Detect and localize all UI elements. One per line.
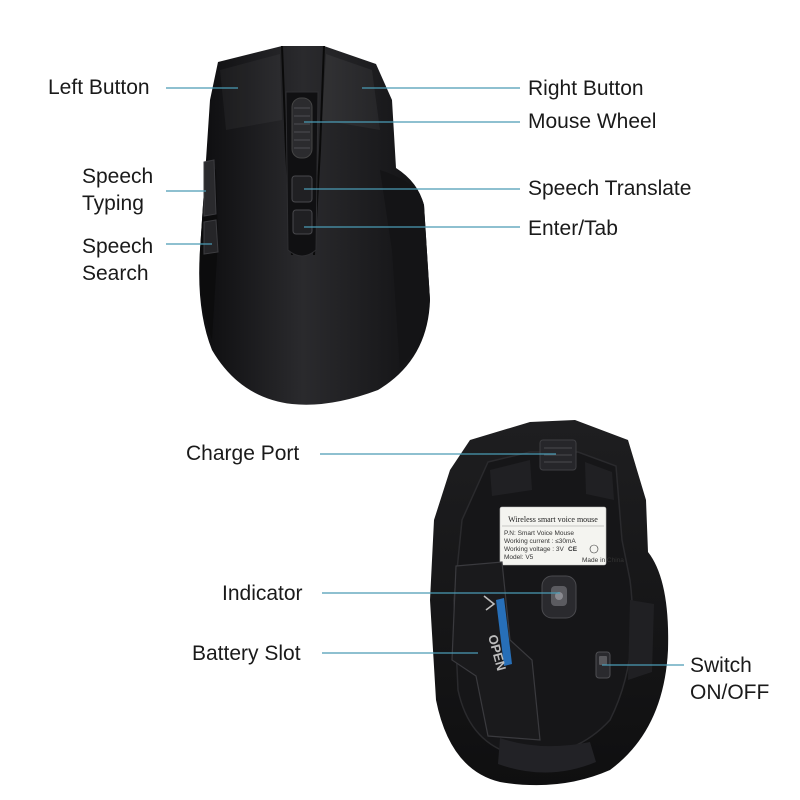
mouse-wheel-shape: [291, 97, 313, 159]
label-voltage: Working voltage : 3V: [504, 546, 565, 553]
callout-switch: Switch ON/OFF: [690, 652, 769, 706]
label-model: Model: V5: [504, 554, 534, 561]
callout-speech-search: Speech Search: [82, 233, 153, 287]
callout-speech-typing-line1: Speech: [82, 165, 154, 188]
enter-tab-key: [292, 209, 313, 235]
callout-speech-translate: Speech Translate: [528, 177, 692, 200]
open-arrow-icon: [483, 595, 496, 611]
label-ce-mark: CE: [568, 546, 578, 553]
label-origin: Made in China: [582, 557, 624, 564]
callout-left-button: Left Button: [48, 76, 150, 99]
bottom-foot: [498, 738, 596, 773]
callout-switch-line1: Switch: [690, 654, 752, 677]
mouse-bottom-view: Wireless smart voice mouse P.N: Smart Vo…: [430, 420, 669, 786]
label-pn: P.N: Smart Voice Mouse: [504, 530, 574, 537]
callout-speech-typing-line2: Typing: [82, 192, 144, 215]
callout-mouse-wheel: Mouse Wheel: [528, 110, 657, 133]
speech-search-side-button: [203, 219, 219, 255]
mouse-top-view: [199, 45, 430, 405]
callout-enter-tab: Enter/Tab: [528, 217, 618, 240]
callout-charge-port: Charge Port: [186, 442, 300, 465]
mouse-right-wing: [380, 170, 430, 368]
callout-battery-slot: Battery Slot: [192, 642, 301, 665]
callout-speech-typing: Speech Typing: [82, 163, 153, 217]
callout-switch-line2: ON/OFF: [690, 681, 770, 704]
label-current: Working current : ≤30mA: [504, 538, 576, 545]
callout-right-button: Right Button: [528, 77, 644, 100]
callout-speech-search-line1: Speech: [82, 235, 154, 258]
speech-typing-side-button: [203, 159, 217, 217]
product-label: [499, 506, 607, 566]
leader-lines: [166, 87, 684, 666]
recycle-icon: [589, 544, 599, 554]
indicator-blue-strip: [496, 598, 512, 666]
callout-speech-search-line2: Search: [82, 262, 149, 285]
battery-cover: [451, 561, 541, 741]
callout-indicator: Indicator: [222, 582, 303, 605]
label-title: Wireless smart voice mouse: [508, 515, 598, 524]
